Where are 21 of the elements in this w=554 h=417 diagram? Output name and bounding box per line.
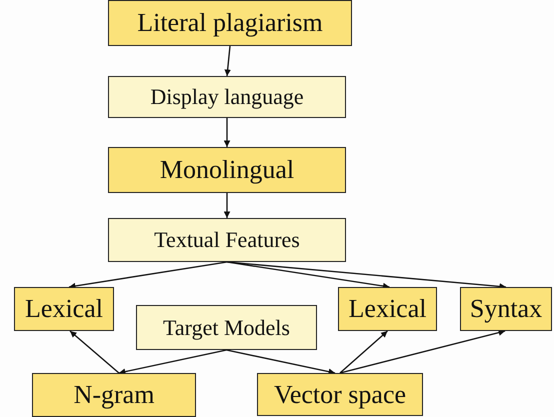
arrow	[340, 330, 388, 374]
process-box: Lexical	[14, 287, 114, 331]
process-box: Lexical	[338, 287, 437, 331]
process-box: N-gram	[32, 373, 196, 417]
arrow	[68, 261, 228, 290]
arrow	[118, 349, 227, 375]
arrow	[226, 261, 390, 290]
process-box: Textual Features	[108, 218, 346, 262]
arrow	[224, 46, 231, 76]
process-box: Target Models	[136, 305, 317, 350]
process-box: Syntax	[460, 287, 552, 331]
arrow	[226, 349, 336, 375]
process-box: Vector space	[257, 373, 423, 416]
process-box: Monolingual	[108, 147, 346, 193]
arrow	[340, 329, 506, 374]
arrow	[226, 261, 506, 290]
arrow	[224, 193, 230, 218]
arrow	[224, 118, 230, 147]
process-box: Literal plagiarism	[108, 0, 352, 46]
process-box: Display language	[108, 76, 346, 118]
arrow	[70, 330, 120, 374]
